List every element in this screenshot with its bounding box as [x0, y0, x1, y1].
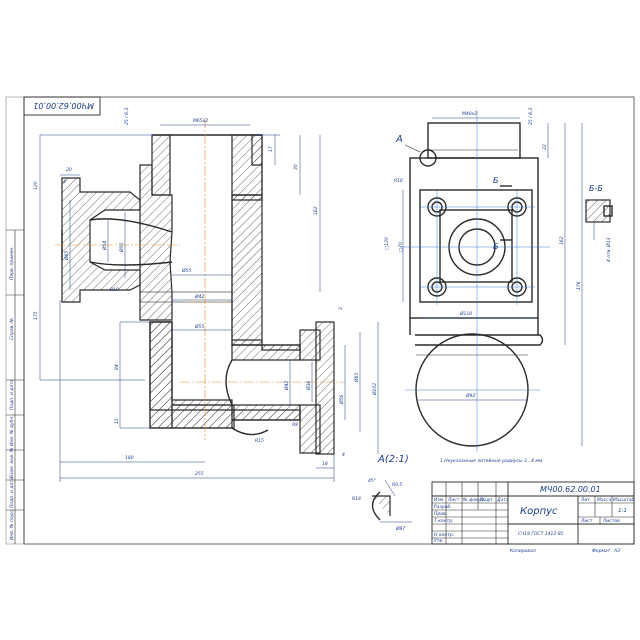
section-b-mark-1: Б	[493, 176, 499, 185]
tb-mass: Масса	[597, 497, 612, 503]
dim-r16: R16	[394, 178, 403, 184]
stamp-label-2: Справ. №	[9, 318, 15, 340]
stamp-label-4: Инв. № дубл.	[9, 415, 15, 446]
tb-scale-label: Масштаб	[613, 497, 635, 503]
dim-92: Ø92	[465, 392, 475, 399]
dim-162-left: 162	[313, 206, 319, 215]
dim-4-left: 4	[63, 179, 66, 185]
top-code: МЧ00.62.00.01	[33, 101, 94, 110]
dim-36-top: 30	[293, 164, 299, 170]
tb-row-razrab: Разраб.	[434, 504, 452, 510]
stamp-label-1: Перв. примен.	[9, 246, 15, 280]
format-value: А3	[613, 548, 620, 554]
dim-162-right: 162	[559, 236, 565, 245]
tb-row-nkontr: Н.контр.	[434, 532, 454, 538]
tb-row-prov: Пров.	[434, 511, 447, 517]
dim-17: 17	[268, 146, 274, 152]
dim-55-lower: Ø55	[194, 323, 204, 330]
dim-87: Ø87	[395, 525, 405, 532]
tb-row-izm: Изм.	[434, 497, 445, 503]
material-spec: СЧ18 ГОСТ 1412-85	[518, 531, 564, 537]
stamp-label-6: Подп. и дата	[9, 477, 15, 508]
side-view: А Б Б М40х2 22 162 176 □120 □70 R16 Ø110…	[384, 110, 583, 452]
drawing-note: 1.Неуказанные литейные радиусы 3...4 мм.	[440, 458, 544, 464]
dim-top-thread-right: М40х2	[462, 111, 477, 117]
dim-18: 18	[322, 461, 328, 467]
dim-r15: R15	[255, 438, 264, 444]
title-block: МЧ00.62.00.01 Корпус СЧ18 ГОСТ 1412-85 Л…	[431, 481, 635, 545]
section-b-mark-2: Б	[493, 242, 499, 251]
dim-r18: R18	[352, 496, 361, 502]
roughness-mark: 25 / 6,3	[124, 108, 130, 125]
dim-20: 20	[66, 167, 72, 173]
dim-4-holes: 4 отв. Ø13	[605, 237, 612, 262]
side-stamp: Перв. примен. Справ. № Подп. и дата Инв.…	[6, 229, 24, 544]
tb-row-tkontr: Т.контр.	[434, 518, 454, 524]
stamp-label-3: Подп. и дата	[9, 379, 15, 410]
sheet-border	[5, 96, 635, 545]
main-section-view: М65х2 17 30 162 120 175 20 4 Ø65 Ø54 Ø50…	[33, 118, 379, 482]
dim-36: Ø36	[305, 381, 312, 391]
dim-255: 255	[195, 471, 204, 477]
view-a-label: А	[395, 134, 403, 145]
copy-label: Копировал	[510, 548, 536, 554]
section-bb-label: Б-Б	[589, 184, 603, 193]
tb-row-doc: № докум.	[462, 497, 485, 503]
dim-45deg: 45°	[368, 478, 376, 484]
dim-42-upper: Ø42	[194, 293, 204, 300]
dim-84: 84	[114, 364, 120, 370]
format-label: Формат	[592, 548, 611, 554]
sheet-frame	[23, 96, 635, 545]
top-code-box: МЧ00.62.00.01	[23, 96, 101, 116]
dim-120: 120	[33, 181, 39, 190]
dim-110: Ø110	[459, 310, 472, 317]
tb-scale: 1:1	[618, 508, 627, 514]
dim-42-lower: Ø42	[283, 381, 290, 391]
titleblock-code: МЧ00.62.00.01	[540, 485, 601, 494]
dim-50: Ø50	[118, 243, 125, 253]
dim-sq70: □70	[398, 242, 404, 252]
dim-22: 22	[542, 144, 548, 150]
dim-r05: R0,5	[392, 482, 402, 488]
dim-102: Ø102	[371, 383, 378, 396]
tb-row-utv: Утв.	[434, 538, 443, 544]
tb-sheets: Листов	[602, 518, 620, 524]
dim-sq120: □120	[384, 237, 390, 250]
dim-r10: R10	[110, 287, 119, 293]
section-bb-view: Б-Б 4 отв. Ø13	[585, 184, 613, 262]
dim-15: 15	[114, 418, 120, 424]
dim-56: Ø56	[338, 395, 345, 405]
dim-65: Ø65	[63, 251, 70, 261]
detail-a-label: А(2:1)	[377, 454, 409, 465]
tb-lit: Лит.	[580, 497, 591, 503]
roughness-mark-right: 25 / 6,3	[528, 108, 534, 125]
tb-sheet: Лист	[580, 518, 593, 524]
dim-127: 175	[33, 311, 39, 320]
stamp-label-5: Взам. инв. №	[9, 447, 15, 478]
tb-row-date: Дата	[496, 497, 509, 503]
dim-55-upper: Ø55	[181, 267, 191, 274]
tb-row-list: Лист	[447, 497, 460, 503]
detail-a-view: А(2:1) 45° R0,5 R18 Ø87	[352, 454, 412, 532]
dim-85: Ø85	[353, 373, 360, 383]
dim-180: 180	[125, 455, 134, 461]
part-title: Корпус	[520, 506, 558, 517]
dim-4-right: 4	[342, 452, 345, 458]
dim-54: Ø54	[101, 241, 108, 251]
dim-176: 176	[576, 281, 582, 290]
dim-top-thread: М65х2	[193, 118, 208, 124]
tb-row-sign: Подп.	[480, 497, 494, 503]
dim-r8: R8	[292, 422, 298, 428]
dim-11: 3	[338, 307, 344, 310]
stamp-label-7: Инв. № подл.	[9, 509, 15, 540]
